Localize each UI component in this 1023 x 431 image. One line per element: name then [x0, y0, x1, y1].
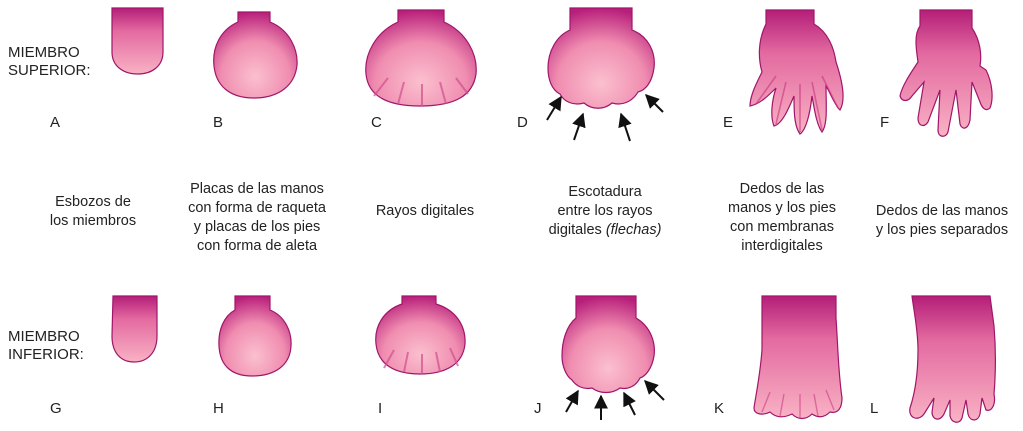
foot-plate-h	[219, 296, 291, 376]
hand-webbed-e	[750, 10, 843, 134]
hand-separated-f	[900, 10, 992, 136]
hand-plate-d	[548, 8, 654, 108]
hand-plate-b	[214, 12, 297, 98]
foot-plate-i	[376, 296, 465, 374]
limb-bud-g	[112, 296, 157, 362]
foot-separated-l	[910, 296, 996, 422]
limb-bud-a	[112, 8, 163, 74]
foot-plate-j	[562, 296, 654, 393]
